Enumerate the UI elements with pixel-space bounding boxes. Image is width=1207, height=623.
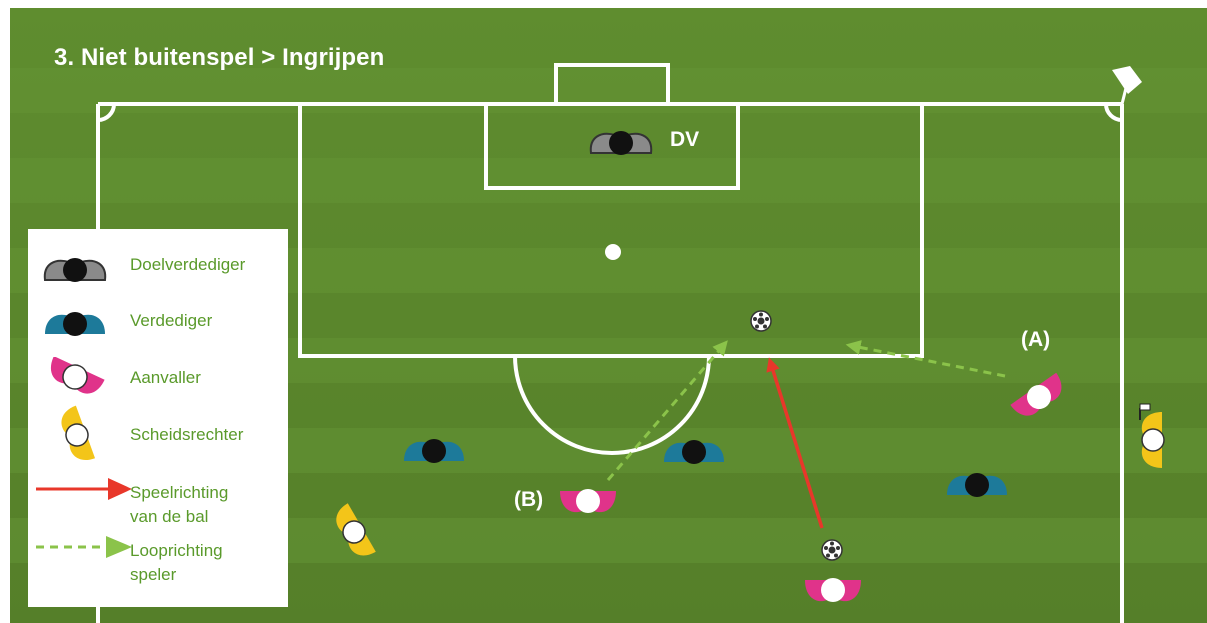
legend-defender-label: Verdediger [130, 311, 213, 330]
defender-icon [664, 440, 724, 464]
run-arrow-b [606, 340, 728, 481]
goalkeeper-legend-icon [43, 258, 107, 282]
legend-player-direction-line1: Looprichting [130, 541, 223, 560]
legend-ball-direction-line2: van de bal [130, 507, 209, 526]
green-arrow-legend-icon [36, 536, 132, 558]
legend-attacker-label: Aanvaller [130, 368, 201, 387]
run-arrow-a [845, 340, 1006, 378]
goalkeeper-tag: DV [670, 128, 700, 151]
attacker-legend-icon [50, 357, 105, 394]
diagram-title: 3. Niet buitenspel > Ingrijpen [54, 44, 385, 71]
penalty-spot [605, 244, 621, 260]
attacker-b-tag: (B) [514, 488, 544, 511]
attacker-icon [805, 578, 861, 602]
ball-icon [750, 310, 772, 332]
defender-icon [947, 473, 1007, 497]
assistant-referee-icon [1141, 412, 1165, 468]
legend-goalkeeper-label: Doelverdediger [130, 255, 246, 274]
flag-icon [1139, 403, 1151, 420]
attacker-a-tag: (A) [1021, 328, 1051, 351]
referee-legend-icon [61, 405, 96, 460]
corner-flag-icon [1112, 66, 1142, 105]
ball-direction-arrow [766, 357, 824, 529]
legend-ball-direction-line1: Speelrichting [130, 483, 229, 502]
referee-icon [336, 503, 376, 556]
attacker-icon [1010, 372, 1062, 416]
defender-legend-icon [45, 312, 105, 336]
legend-referee-label: Scheidsrechter [130, 425, 244, 444]
red-arrow-legend-icon [36, 478, 132, 500]
attacker-icon [560, 489, 616, 513]
goalkeeper-icon [589, 131, 653, 155]
defender-icon [404, 439, 464, 463]
legend: Doelverdediger Verdediger Aanvaller Sche… [28, 229, 288, 607]
legend-player-direction-line2: speler [130, 565, 177, 584]
ball-icon [821, 539, 843, 561]
